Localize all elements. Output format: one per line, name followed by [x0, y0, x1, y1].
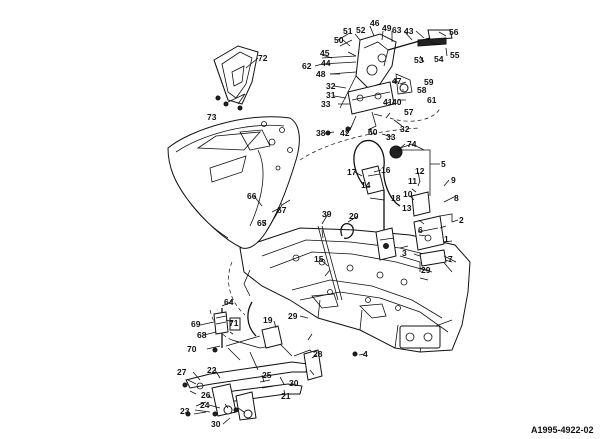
- callout-24: 24: [200, 400, 210, 410]
- callout-30: 30: [289, 378, 299, 388]
- callout-7: 7: [448, 254, 453, 264]
- callout-60: 60: [368, 127, 378, 137]
- callout-14: 14: [361, 180, 371, 190]
- callout-labels: 1 2 3 4 5 6 7 8 9 10 11 12 13 14 15 16 1…: [177, 18, 464, 429]
- callout-41: 41: [383, 97, 393, 107]
- pedal-rod: [317, 222, 354, 301]
- drawing-code: A1995-4922-02: [531, 425, 594, 435]
- callout-18: 18: [391, 193, 401, 203]
- chassis-frame: [239, 227, 471, 353]
- callout-44: 44: [321, 58, 331, 68]
- callout-12: 12: [415, 166, 425, 176]
- callout-28: 28: [313, 349, 323, 359]
- callout-58: 58: [417, 85, 427, 95]
- callout-48: 48: [316, 69, 326, 79]
- callout-10: 10: [403, 189, 413, 199]
- callout-31: 31: [326, 90, 336, 100]
- callout-2: 2: [459, 215, 464, 225]
- callout-54: 54: [434, 54, 444, 64]
- callout-13: 13: [402, 203, 412, 213]
- callout-23: 23: [180, 406, 190, 416]
- leader-lines: [187, 25, 459, 425]
- callout-38: 38: [316, 128, 326, 138]
- callout-43: 43: [404, 26, 414, 36]
- callout-65: 65: [257, 218, 267, 228]
- callout-39: 39: [322, 209, 332, 219]
- callout-32b: 32: [400, 124, 410, 134]
- callout-45: 45: [320, 48, 330, 58]
- callout-1: 1: [444, 234, 449, 244]
- callout-72: 72: [258, 53, 268, 63]
- callout-70: 70: [187, 344, 197, 354]
- callout-55: 55: [450, 50, 460, 60]
- callout-21: 21: [281, 391, 291, 401]
- lift-linkage: [185, 325, 323, 421]
- callout-9: 9: [451, 175, 456, 185]
- shift-lever-assembly: [321, 29, 453, 131]
- callout-25: 25: [262, 370, 272, 380]
- callout-69: 69: [191, 319, 201, 329]
- callout-64: 64: [224, 297, 234, 307]
- callout-57: 57: [404, 107, 414, 117]
- callout-50: 50: [334, 35, 344, 45]
- callout-19: 19: [263, 315, 273, 325]
- callout-33b: 33: [386, 132, 396, 142]
- callout-59: 59: [424, 77, 434, 87]
- hydro-linkage: [375, 191, 457, 272]
- callout-29b: 29: [421, 265, 431, 275]
- callout-51: 51: [343, 26, 353, 36]
- callout-73: 73: [207, 112, 217, 122]
- callout-63: 63: [392, 25, 402, 35]
- callout-20: 20: [349, 211, 359, 221]
- callout-56: 56: [449, 27, 459, 37]
- callout-74: 74: [407, 139, 417, 149]
- callout-4: 4: [363, 349, 368, 359]
- callout-53: 53: [414, 55, 424, 65]
- callout-71: 71: [229, 318, 239, 328]
- callout-47: 47: [392, 76, 402, 86]
- callout-62: 62: [302, 61, 312, 71]
- callout-68: 68: [197, 330, 207, 340]
- lift-lever: [213, 301, 261, 348]
- callout-15: 15: [314, 254, 324, 264]
- fender-body: [167, 116, 300, 249]
- callout-6: 6: [418, 225, 423, 235]
- callout-17: 17: [347, 167, 357, 177]
- callout-16: 16: [381, 165, 391, 175]
- seat-bracket-cover: [213, 45, 259, 105]
- callout-27: 27: [177, 367, 187, 377]
- callout-66: 66: [247, 191, 257, 201]
- callout-26: 26: [201, 390, 211, 400]
- callout-42: 42: [340, 128, 350, 138]
- callout-46: 46: [370, 18, 380, 28]
- callout-5: 5: [441, 159, 446, 169]
- fastener-markers: [182, 95, 358, 417]
- callout-30b: 30: [211, 419, 221, 429]
- callout-52: 52: [356, 25, 366, 35]
- callout-8: 8: [454, 193, 459, 203]
- callout-33: 33: [321, 99, 331, 109]
- callout-49: 49: [382, 23, 392, 33]
- callout-11: 11: [408, 176, 417, 186]
- callout-32: 32: [326, 81, 336, 91]
- callout-3: 3: [402, 248, 407, 258]
- callout-29: 29: [288, 311, 298, 321]
- callout-40: 40: [392, 97, 402, 107]
- callout-61: 61: [427, 95, 437, 105]
- callout-22: 22: [207, 365, 217, 375]
- callout-67: 67: [277, 205, 287, 215]
